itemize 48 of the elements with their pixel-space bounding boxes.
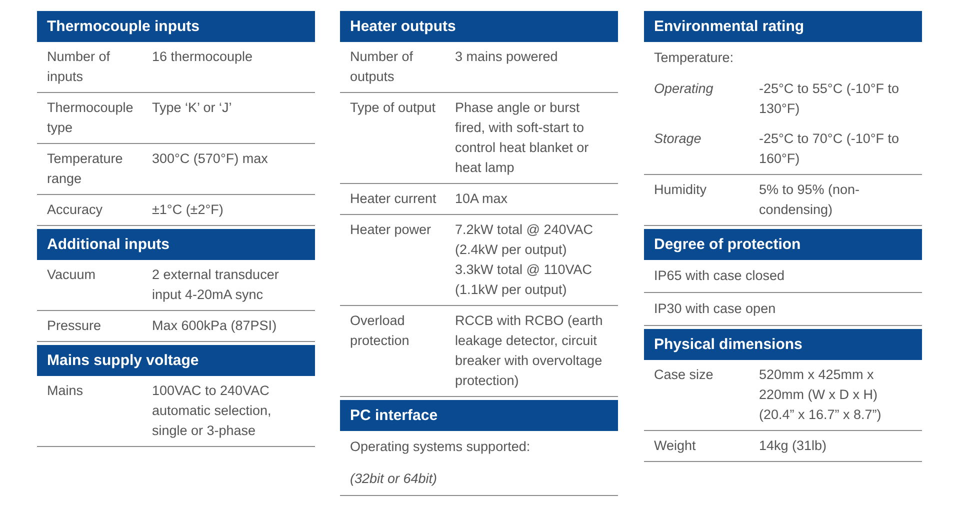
row-label: Temperature range	[47, 150, 124, 188]
section-header-bar: Environmental rating	[644, 11, 922, 42]
row-label: Pressure	[47, 317, 102, 335]
table-text: 16 thermocouple	[152, 48, 254, 66]
table-text: IP65 with case closed	[654, 267, 786, 285]
table-text: 3 mains powered	[455, 48, 559, 66]
table-text: 5% to 95% (non-condensing)	[759, 181, 861, 219]
table-text: ±1°C (±2°F)	[152, 201, 224, 219]
table-text: 520mm x 425mm x 220mm (W x D x H) (20.4” x 16.7” x 8.7”)	[759, 366, 882, 424]
section-header-bar: Heater outputs	[340, 11, 618, 42]
row-label: Storage	[654, 130, 702, 148]
section-header-bar: Thermocouple inputs	[37, 11, 315, 42]
table-text: (32bit or 64bit)	[350, 470, 438, 488]
table-text: Operating systems supported:	[350, 438, 532, 456]
table-text: IP30 with case open	[654, 300, 777, 318]
table-text: 14kg (31lb)	[759, 437, 828, 455]
table-text: Temperature:	[654, 49, 735, 67]
table-text: 7.2kW total @ 240VAC (2.4kW per output)	[455, 221, 594, 259]
row-label: Operating	[654, 80, 714, 98]
table-text: Type ‘K’ or ‘J’	[152, 99, 233, 117]
row-label: Humidity	[654, 181, 708, 199]
row-label: Heater power	[350, 221, 432, 239]
table-text: Max 600kPa (87PSI)	[152, 317, 278, 335]
table-text: -25°C to 70°C (-10°F to 160°F)	[759, 130, 900, 168]
table-text: 2 external transducer input 4-20mA sync	[152, 266, 280, 304]
section-header-bar: Degree of protection	[644, 229, 922, 260]
table-text: 100VAC to 240VAC automatic selection, single or 3-phase	[152, 382, 272, 440]
section-header-bar: Additional inputs	[37, 229, 315, 260]
row-label: Case size	[654, 366, 714, 384]
row-label: Heater current	[350, 190, 438, 208]
row-label: Thermocouple type	[47, 99, 134, 137]
row-label: Vacuum	[47, 266, 97, 284]
section-header-bar: PC interface	[340, 400, 618, 431]
table-text: RCCB with RCBO (earth leakage detector, circuit breaker with overvoltage protection)	[455, 312, 604, 390]
row-label: Type of output	[350, 99, 437, 117]
row-label: Accuracy	[47, 201, 104, 219]
table-text: 3.3kW total @ 110VAC (1.1kW per output)	[455, 261, 594, 299]
section-header-bar: Mains supply voltage	[37, 345, 315, 376]
table-text: -25°C to 55°C (-10°F to 130°F)	[759, 80, 900, 118]
row-label: Mains	[47, 382, 84, 400]
table-text: 10A max	[455, 190, 509, 208]
table-text: Overload protection	[350, 312, 410, 350]
table-text: 300°C (570°F) max	[152, 150, 269, 168]
row-label: Number of outputs	[350, 48, 414, 86]
row-label: Number of inputs	[47, 48, 112, 86]
row-label: Weight	[654, 437, 697, 455]
section-header-bar: Physical dimensions	[644, 329, 922, 360]
table-text: Phase angle or burst fired, with soft-start to control heat blanket or heat lamp	[455, 99, 590, 177]
